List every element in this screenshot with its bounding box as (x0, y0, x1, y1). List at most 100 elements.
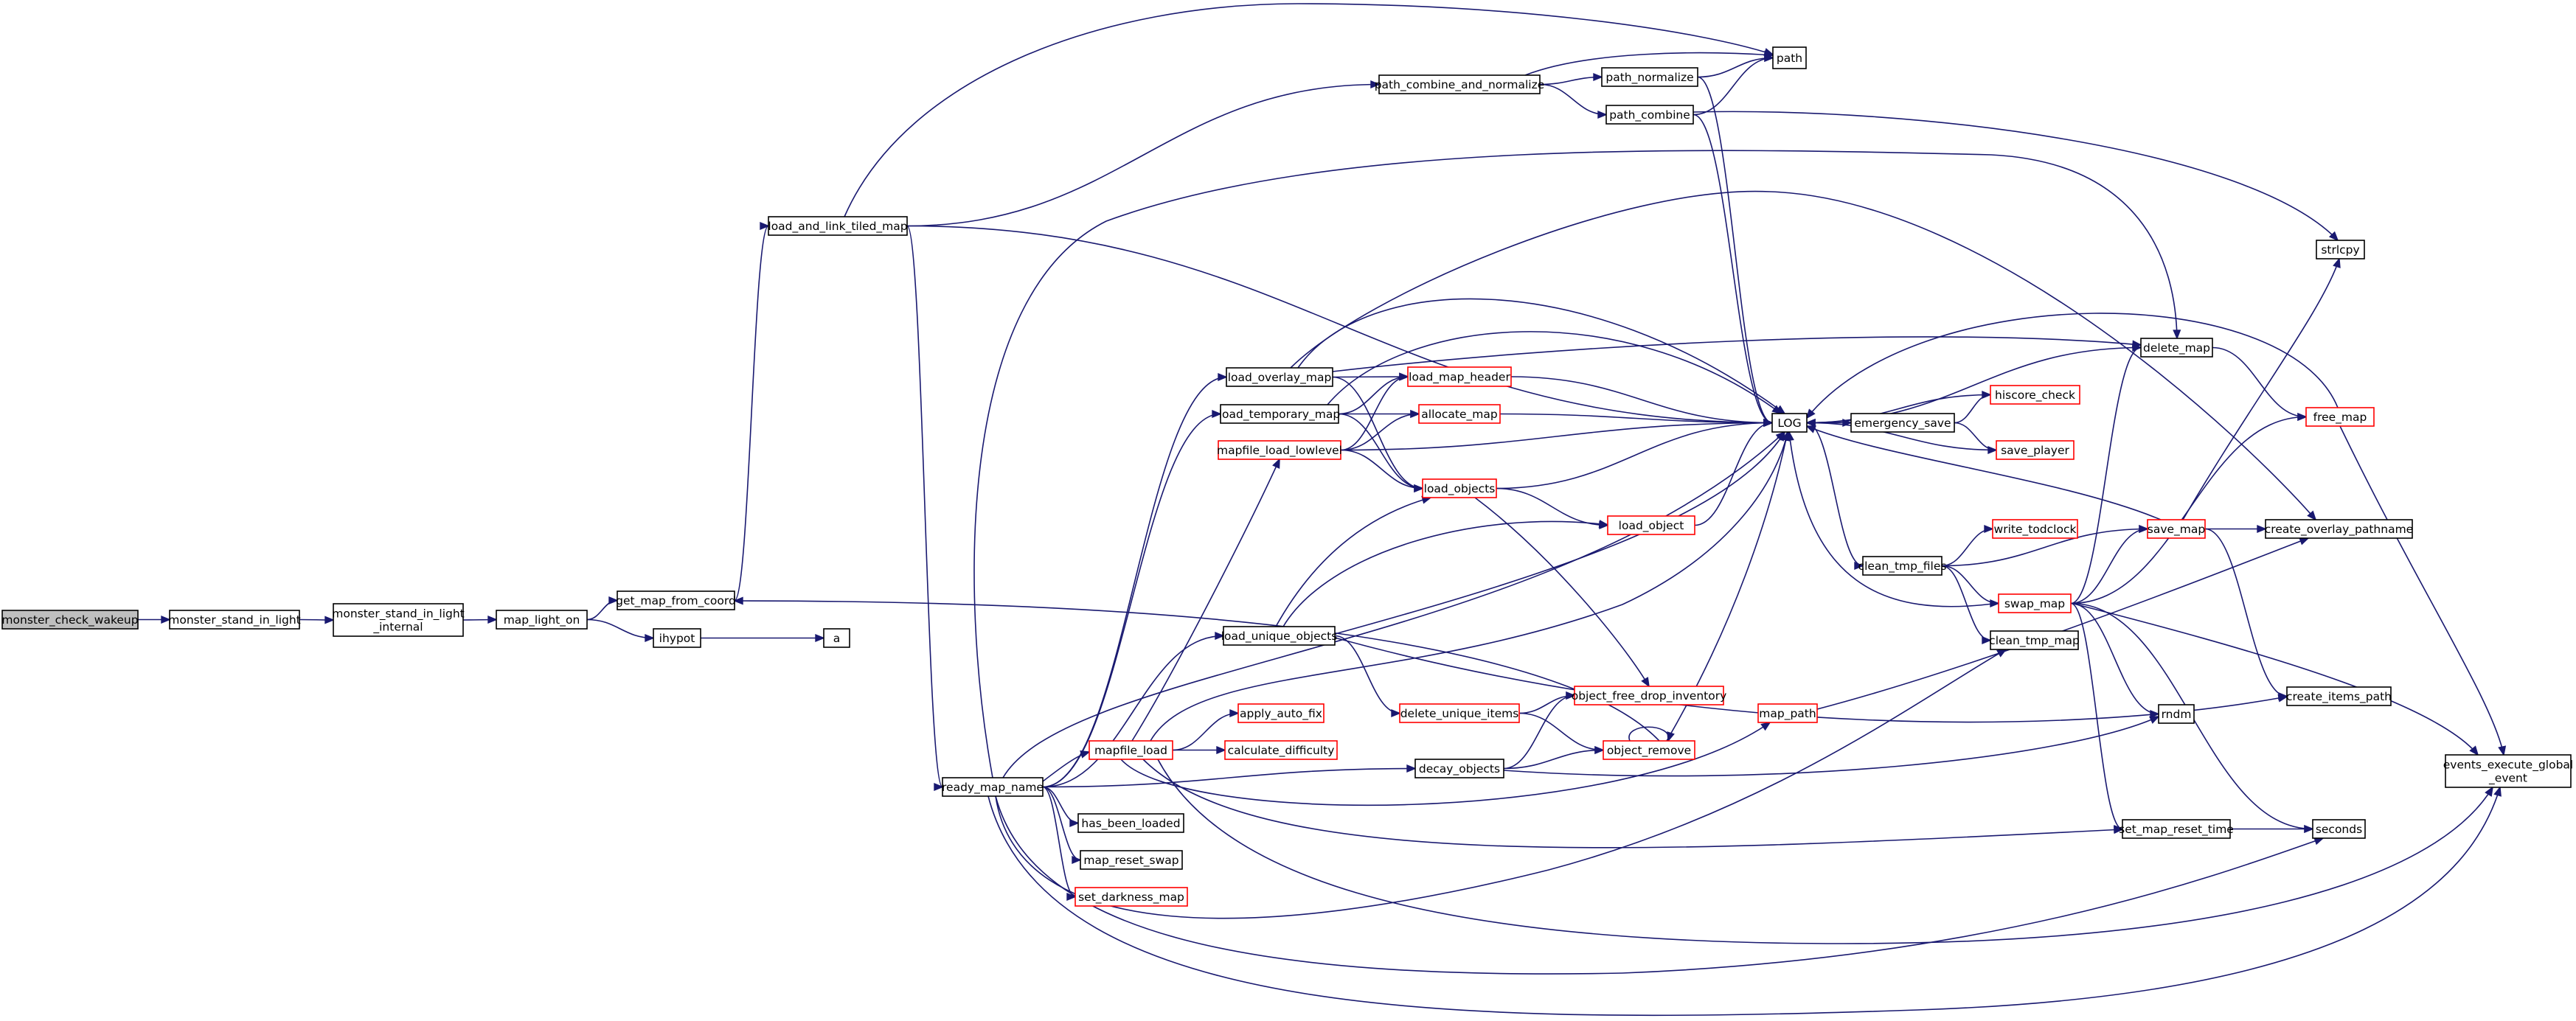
node-events-execute-global-event[interactable]: events_execute_global_event (2443, 754, 2573, 788)
node-free-map[interactable]: free_map (2305, 407, 2375, 427)
node-write-todclock[interactable]: write_todclock (1992, 519, 2078, 539)
node-box (1237, 703, 1325, 723)
node-box (2147, 519, 2206, 539)
node-box (2286, 686, 2392, 706)
node-save-map[interactable]: save_map (2147, 519, 2206, 539)
node-map-path[interactable]: map_path (1757, 703, 1818, 723)
edge-ready_map_name-to-map_reset_swap (1042, 786, 1082, 865)
node-box (2158, 704, 2195, 724)
edge-load_temporary_map-to-LOG (1327, 331, 1782, 415)
node-calculate-difficulty[interactable]: calculate_difficulty (1224, 740, 1338, 760)
edge-load_and_link_tiled_map-to-LOG (906, 225, 1774, 428)
node-box (1080, 850, 1183, 870)
node-create-overlay-pathname[interactable]: create_overlay_pathname (2265, 519, 2413, 539)
node-load-overlay-map[interactable]: load_overlay_map (1226, 367, 1333, 387)
node-label: create_items_path (2286, 690, 2392, 704)
node-box (496, 610, 588, 630)
node-path[interactable]: path (1772, 46, 1807, 69)
edge-mapfile_load-to-calculate_difficulty (1173, 745, 1226, 755)
edge-ready_map_name-to-LOG (1002, 431, 1786, 778)
edge-ready_map_name-to-load_temporary_map (1042, 409, 1222, 788)
node-emergency-save[interactable]: emergency_save (1850, 413, 1955, 433)
node-ihypot[interactable]: ihypot (653, 628, 701, 648)
node-box (1414, 759, 1504, 778)
edge-monster_stand_in_light_internal-to-map_light_on (462, 615, 498, 624)
node-get-map-from-coord[interactable]: get_map_from_coord (616, 590, 736, 610)
edge-delete_map-to-free_map (2212, 346, 2308, 422)
node-label: path_normalize (1605, 71, 1693, 85)
node-clean-tmp-files[interactable]: clean_tmp_files (1858, 556, 1947, 576)
node-label: path_combine (1609, 108, 1690, 122)
node-swap-map[interactable]: swap_map (1998, 593, 2072, 613)
edge-load_and_link_tiled_map-to-ready_map_name (906, 225, 944, 792)
node-monster-check-wakeup[interactable]: monster_check_wakeup (1, 610, 139, 630)
node-allocate-map[interactable]: allocate_map (1418, 404, 1501, 424)
node-map-light-on[interactable]: map_light_on (496, 610, 588, 630)
edge-load_objects-to-LOG (1496, 418, 1774, 489)
node-box (1220, 404, 1339, 424)
edge-mapfile_load_lowlevel-to-load_objects (1340, 449, 1424, 493)
node-strlcpy[interactable]: strlcpy (2316, 240, 2365, 259)
edge-monster_check_wakeup-to-monster_stand_in_light (138, 615, 171, 624)
node-box (333, 603, 464, 637)
node-box (2316, 240, 2365, 259)
node-map-reset-swap[interactable]: map_reset_swap (1080, 850, 1183, 870)
node-create-items-path[interactable]: create_items_path (2286, 686, 2392, 706)
edge-mapfile_load_lowlevel-to-load_map_header (1340, 372, 1409, 451)
node-load-map-header[interactable]: load_map_header (1407, 366, 1512, 387)
node-set-map-reset-time[interactable]: set_map_reset_time (2119, 819, 2234, 839)
node-object-remove[interactable]: object_remove (1603, 740, 1695, 760)
node-object-free-drop-inventory[interactable]: object_free_drop_inventory (1572, 686, 1727, 705)
node-box (1218, 440, 1341, 460)
node-decay-objects[interactable]: decay_objects (1414, 759, 1504, 778)
node-path-combine-and-normalize[interactable]: path_combine_and_normalize (1375, 74, 1545, 94)
edge-ready_map_name-to-set_darkness_map (1042, 786, 1077, 902)
node-LOG[interactable]: LOG (1771, 413, 1808, 433)
node-path-combine[interactable]: path_combine (1605, 105, 1694, 125)
node-delete-map[interactable]: delete_map (2140, 338, 2213, 358)
node-load-and-link-tiled-map[interactable]: load_and_link_tiled_map (768, 216, 908, 236)
node-label: _event (2488, 772, 2527, 786)
node-apply-auto-fix[interactable]: apply_auto_fix (1237, 703, 1325, 723)
node-box (1, 610, 139, 630)
edge-swap_map-to-set_map_reset_time (2070, 602, 2124, 834)
node-clean-tmp-map[interactable]: clean_tmp_map (1989, 630, 2080, 650)
node-load-unique-objects[interactable]: load_unique_objects (1221, 626, 1338, 646)
node-label: calculate_difficulty (1228, 744, 1335, 758)
node-ready-map-name[interactable]: ready_map_name (942, 777, 1044, 797)
node-box (1605, 105, 1694, 125)
edge-path_normalize-to-path (1697, 53, 1774, 78)
edge-swap_map-to-free_map (2070, 412, 2308, 604)
node-monster-stand-in-light-internal[interactable]: monster_stand_in_light_internal (332, 603, 465, 637)
node-label: object_remove (1607, 744, 1691, 758)
node-a[interactable]: a (823, 628, 850, 648)
node-rndm[interactable]: rndm (2158, 704, 2195, 724)
node-box (823, 628, 850, 648)
node-mapfile-load-lowlevel[interactable]: mapfile_load_lowlevel (1217, 440, 1342, 460)
edge-swap_map-to-LOG (1785, 431, 1999, 607)
node-delete-unique-items[interactable]: delete_unique_items (1399, 703, 1520, 723)
node-seconds[interactable]: seconds (2312, 819, 2366, 839)
node-label: emergency_save (1854, 417, 1951, 431)
edge-path_combine-to-LOG (1693, 114, 1774, 428)
node-box (2140, 338, 2213, 358)
node-load-temporary-map[interactable]: load_temporary_map (1219, 404, 1341, 424)
edge-mapfile_load_lowlevel-to-allocate_map (1340, 409, 1420, 451)
edge-ready_map_name-to-load_unique_objects (1042, 631, 1225, 788)
node-monster-stand-in-light[interactable]: monster_stand_in_light (168, 610, 301, 630)
edge-ready_map_name-to-events_execute_global_event (987, 786, 2502, 1017)
node-label: hiscore_check (1995, 388, 2075, 403)
node-box (1771, 413, 1808, 433)
edge-free_map-to-LOG (1805, 313, 2339, 419)
node-mapfile-load[interactable]: mapfile_load (1089, 740, 1173, 760)
node-has-been-loaded[interactable]: has_been_loaded (1077, 813, 1184, 833)
node-box (1378, 74, 1541, 94)
node-path-normalize[interactable]: path_normalize (1601, 67, 1698, 87)
node-set-darkness-map[interactable]: set_darkness_map (1075, 887, 1188, 907)
node-hiscore-check[interactable]: hiscore_check (1990, 385, 2080, 405)
edge-ready_map_name-to-load_overlay_map (1042, 372, 1228, 788)
node-load-object[interactable]: load_object (1607, 515, 1695, 535)
node-save-player[interactable]: save_player (1996, 440, 2075, 460)
node-load-objects[interactable]: load_objects (1422, 478, 1497, 498)
edge-decay_objects-to-object_free_drop_inventory (1503, 691, 1576, 770)
